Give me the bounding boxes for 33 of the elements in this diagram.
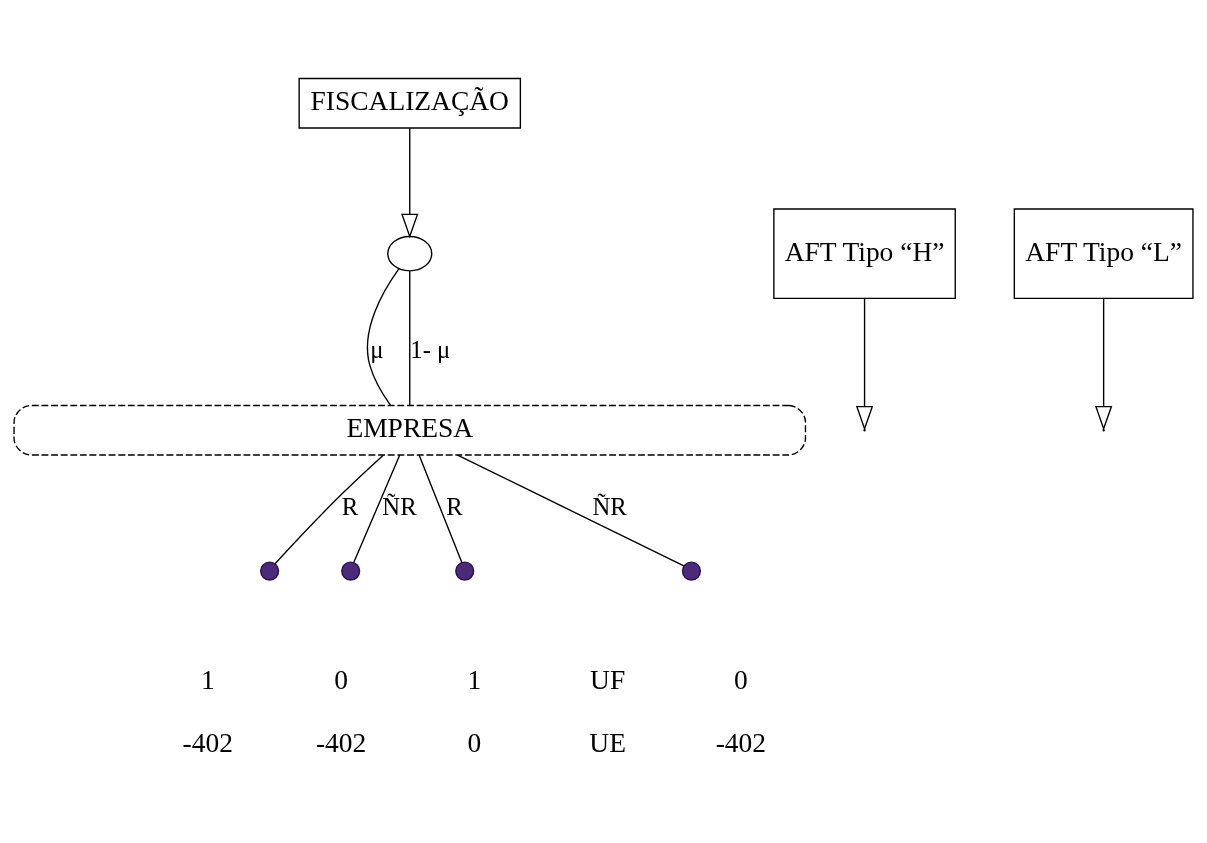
node-box: FISCALIZAÇÃO <box>298 77 522 129</box>
node-label: 0 <box>334 664 348 695</box>
node-circle <box>260 560 280 581</box>
edge-label: 1- μ <box>410 335 451 363</box>
node-box: EMPRESA <box>13 404 807 456</box>
node-box: AFT Tipo “L” <box>1013 207 1194 299</box>
connector <box>456 453 685 567</box>
connector <box>418 453 463 563</box>
node-circle <box>455 560 475 581</box>
edge-label: ÑR <box>382 492 417 520</box>
label: UE <box>589 727 626 758</box>
node-label: 0 <box>734 664 748 695</box>
connector <box>274 454 384 564</box>
edge-label: R <box>341 492 359 520</box>
node-circle <box>681 560 702 581</box>
label: UF <box>590 664 626 695</box>
edge-label: μ <box>370 335 384 363</box>
connector <box>366 267 400 406</box>
node-label: -402 <box>182 727 233 758</box>
connector <box>353 453 401 563</box>
arrow <box>1095 297 1113 431</box>
node-label: -402 <box>715 727 767 758</box>
node-circle <box>387 235 433 272</box>
node-label: 1 <box>200 664 215 695</box>
node-label: 1 <box>467 664 482 695</box>
edge-label: ÑR <box>592 492 627 520</box>
node-label: -402 <box>315 727 367 758</box>
connector <box>409 269 411 406</box>
node-circle <box>341 560 361 581</box>
node-label: 0 <box>467 727 482 758</box>
edge-label: R <box>446 492 463 520</box>
arrow <box>401 127 419 238</box>
node-box: AFT Tipo “H” <box>773 207 956 299</box>
